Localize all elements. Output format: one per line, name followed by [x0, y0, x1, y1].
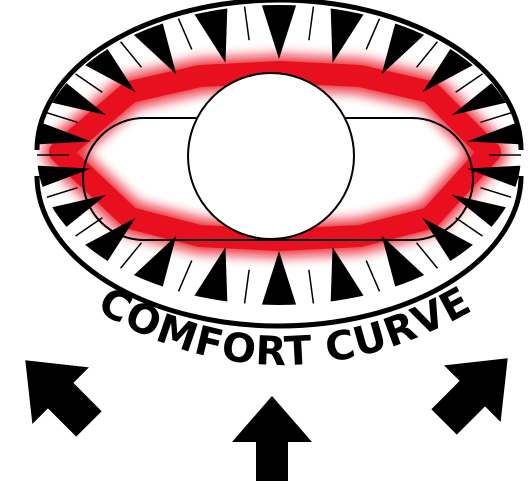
spike-divider: [47, 113, 78, 123]
right-arrow-icon: [416, 330, 530, 450]
spike-divider: [309, 7, 314, 41]
spike-divider: [366, 19, 379, 50]
spike: [259, 0, 298, 59]
left-arrow-icon: [0, 332, 117, 452]
spike-divider: [121, 42, 142, 68]
spike-divider: [47, 188, 78, 198]
spike-divider: [417, 42, 438, 68]
spike-divider: [75, 74, 102, 92]
bottom-arrow-icon: [232, 396, 312, 481]
spike: [128, 236, 177, 294]
spike: [382, 236, 431, 294]
spike-divider: [456, 218, 483, 236]
spike-divider: [309, 270, 314, 304]
spike-divider: [178, 261, 191, 292]
spike: [190, 247, 228, 310]
spike: [259, 251, 298, 313]
spike-divider: [245, 270, 250, 304]
spike-divider: [245, 7, 250, 41]
spike: [330, 247, 368, 310]
center-circle: [188, 73, 354, 239]
spike-divider: [480, 188, 511, 198]
spike-divider: [121, 243, 142, 269]
spike-divider: [75, 218, 102, 236]
spike-divider: [480, 113, 511, 123]
spike-divider: [456, 74, 483, 92]
spike-divider: [366, 261, 379, 292]
spike-divider: [417, 243, 438, 269]
spike-divider: [178, 19, 191, 50]
